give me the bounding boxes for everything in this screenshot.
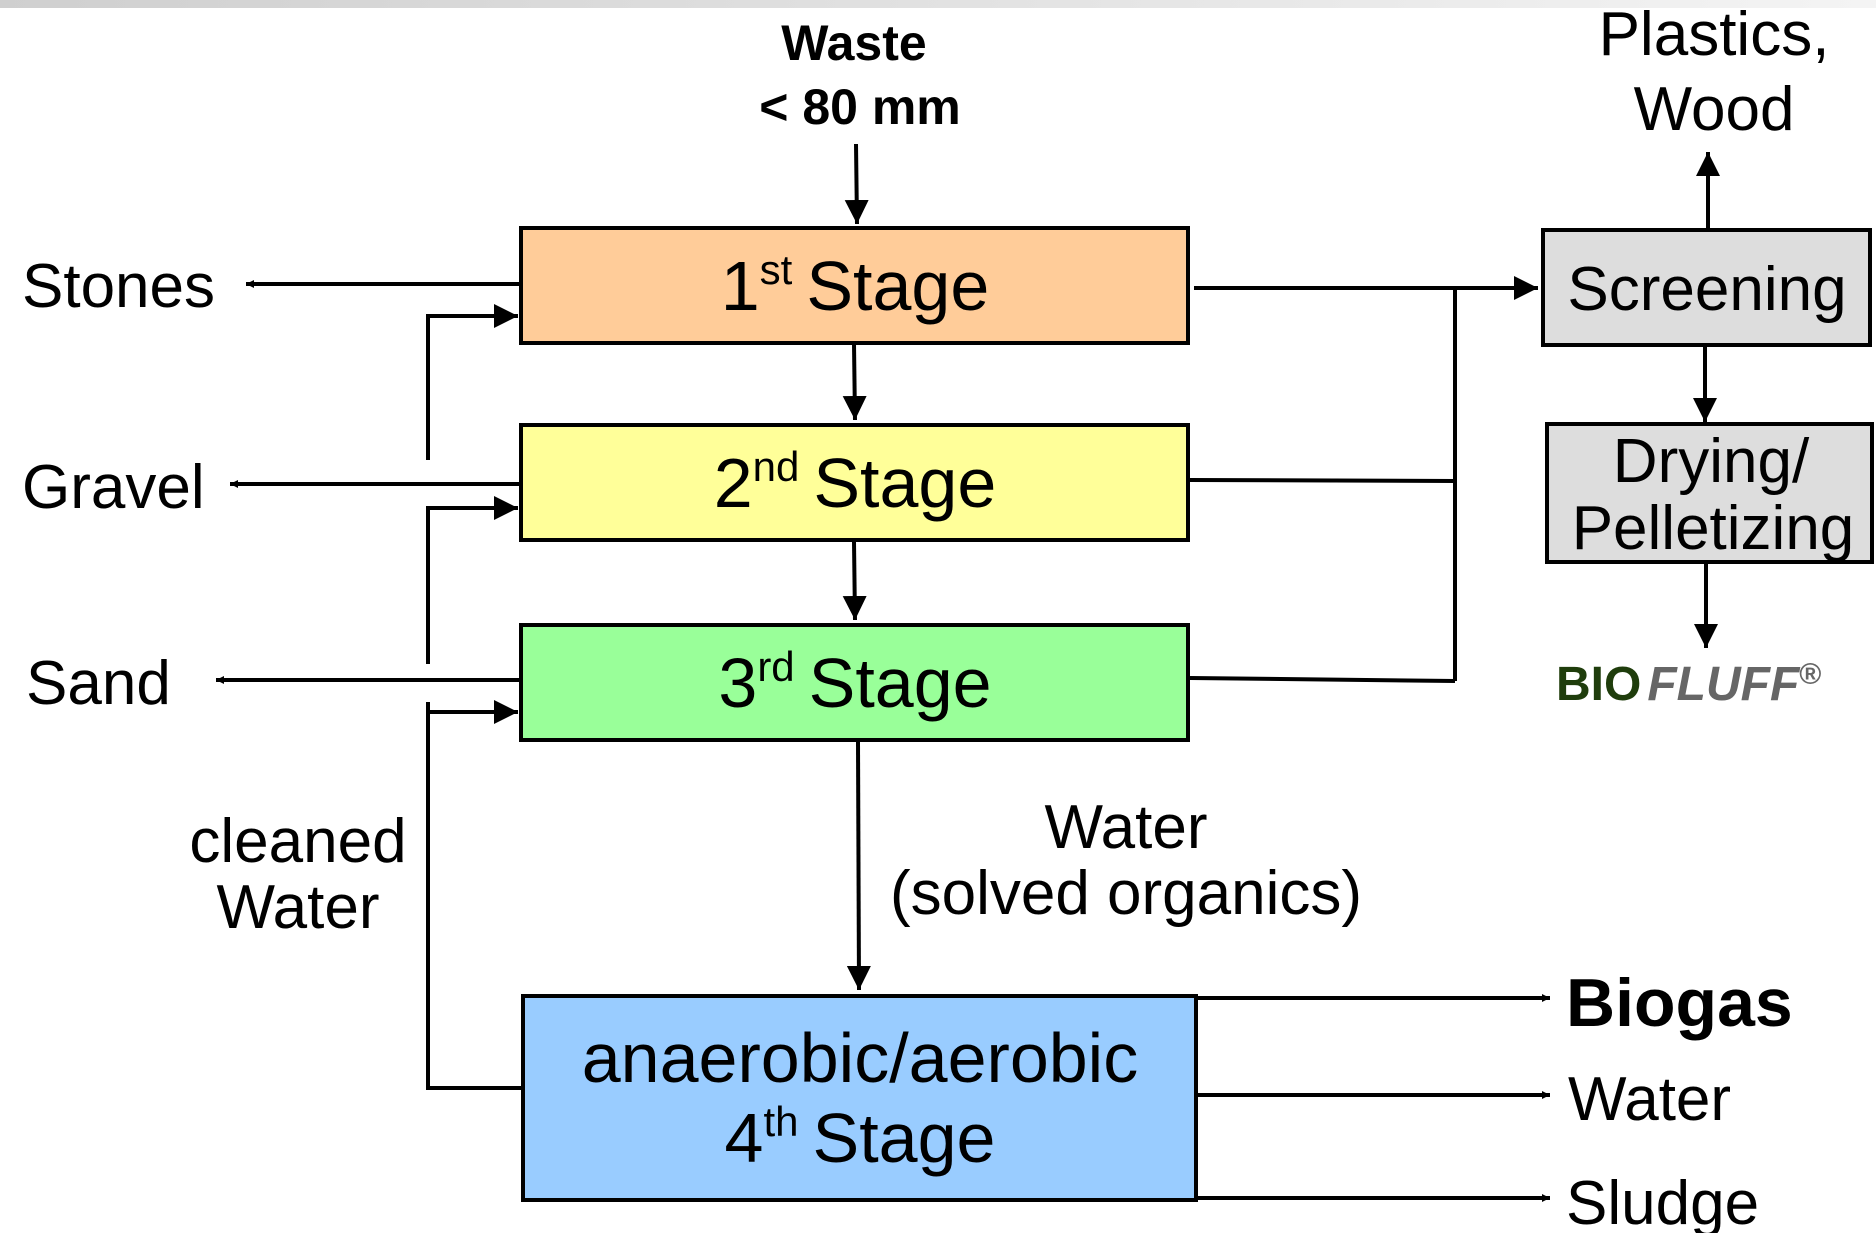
recycle-main-line	[426, 702, 521, 1090]
arrow-stage3-to-stage4	[846, 741, 871, 991]
water-organics-line1: Water	[1044, 793, 1207, 862]
drying-label-line1: Drying/	[1613, 427, 1810, 496]
arrow-stage1-to-stage2	[842, 343, 867, 421]
input-arrow	[844, 143, 869, 225]
collector-stage2	[1189, 478, 1456, 483]
recycle-arrow-stage1	[426, 304, 518, 460]
top-bar	[0, 0, 1876, 8]
stage-4-label-line1: anaerobic/aerobic	[582, 1019, 1138, 1097]
cleaned-water-line1: cleaned	[189, 807, 406, 876]
input-label-line1: Waste	[781, 15, 926, 71]
sand-label: Sand	[26, 649, 171, 718]
water-output-label: Water	[1568, 1065, 1731, 1134]
screening-box	[1541, 228, 1872, 347]
arrow-stage2-to-stage3	[842, 541, 867, 621]
plastics-wood-line2: Wood	[1634, 75, 1795, 144]
plastics-wood-line1: Plastics,	[1599, 0, 1830, 69]
stones-label: Stones	[22, 252, 215, 321]
stage-2-box	[519, 423, 1190, 542]
stage-1-box	[519, 226, 1190, 345]
stage-4-box	[521, 994, 1198, 1202]
recycle-arrow-stage2	[426, 496, 518, 664]
cleaned-water-line2: Water	[216, 873, 379, 942]
screening-label: Screening	[1567, 255, 1846, 324]
stage-3-box	[519, 623, 1190, 742]
water-organics-line2: (solved organics)	[890, 859, 1362, 928]
biogas-label: Biogas	[1566, 965, 1793, 1041]
collector-stage3	[1189, 676, 1456, 683]
drying-box	[1545, 422, 1874, 564]
sludge-label: Sludge	[1566, 1169, 1759, 1233]
gravel-label: Gravel	[22, 453, 205, 522]
input-label-line2: < 80 mm	[759, 79, 961, 135]
drying-label-line2: Pelletizing	[1572, 494, 1855, 563]
